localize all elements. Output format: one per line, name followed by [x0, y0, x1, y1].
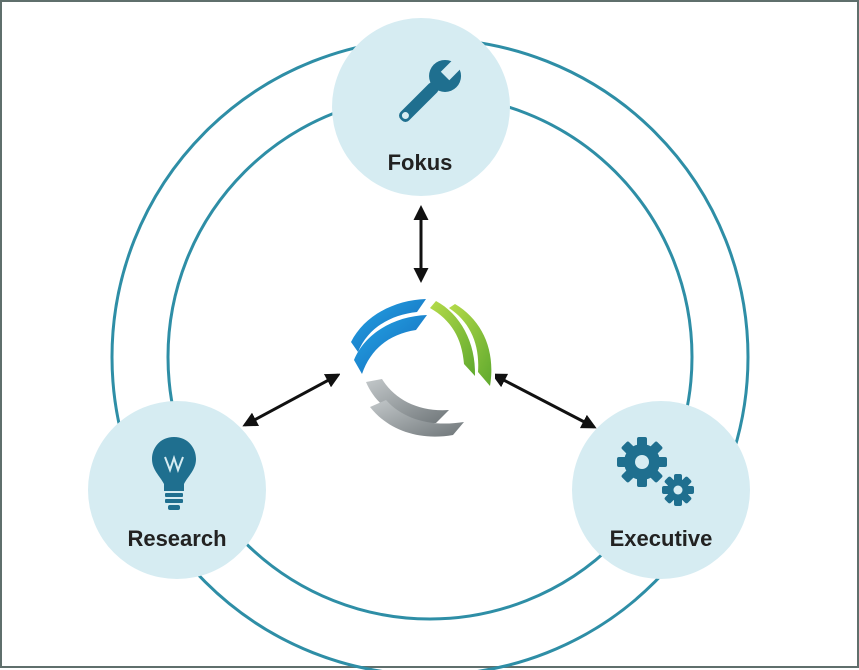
center-logo: [340, 292, 495, 442]
node-label-executive: Executive: [610, 526, 713, 551]
arrow-center-executive: [491, 373, 597, 429]
wrench-icon: [399, 57, 464, 122]
lightbulb-icon: [152, 437, 196, 510]
arrow-center-research: [242, 373, 341, 427]
gears-icon: [617, 437, 694, 506]
node-label-research: Research: [127, 526, 226, 551]
node-label-fokus: Fokus: [388, 150, 453, 175]
node-executive: Executive: [572, 401, 750, 579]
node-fokus: Fokus: [332, 18, 510, 196]
node-research: Research: [88, 401, 266, 579]
logo-swirl-icon: [351, 299, 492, 437]
